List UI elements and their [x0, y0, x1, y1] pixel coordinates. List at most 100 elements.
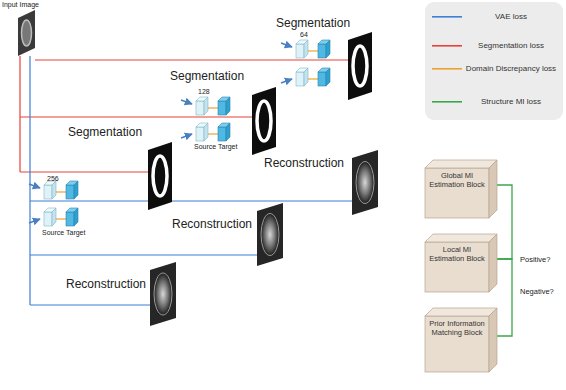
annotation-label: Source Target	[194, 143, 237, 151]
cuboid-front	[296, 72, 304, 86]
block-top	[425, 160, 497, 168]
domain-discrepancy-line	[56, 191, 66, 192]
segmentation-loss-line	[20, 171, 148, 172]
segmentation-image	[252, 87, 276, 155]
image-ring	[22, 20, 32, 46]
reconstruction-image	[150, 262, 176, 326]
block-side	[489, 308, 497, 372]
legend-text: VAE loss	[465, 12, 557, 22]
source-target-pair	[29, 208, 78, 226]
input-arrow	[181, 100, 192, 104]
image-frame	[150, 262, 176, 326]
output-label: Segmentation	[68, 126, 142, 140]
mi-block: Prior Information Matching Block	[425, 308, 497, 372]
legend-swatch	[432, 101, 462, 103]
annotation-label: Positive?	[520, 256, 550, 265]
source-target-pair	[181, 97, 230, 115]
source-target-pair	[281, 40, 330, 58]
reconstruction-image	[352, 150, 378, 215]
mi-block: Global MI Estimation Block	[425, 160, 497, 218]
domain-discrepancy-line	[308, 50, 318, 51]
image-frame	[148, 142, 172, 210]
block-side	[489, 234, 497, 292]
legend-swatch	[432, 45, 462, 47]
cuboid-front	[296, 44, 304, 58]
vae-loss-line	[30, 304, 150, 305]
cuboid-side	[304, 68, 308, 86]
cuboid-side	[226, 97, 230, 115]
cuboid-front	[318, 72, 326, 86]
vae-loss-line	[29, 56, 30, 305]
input-arrow	[29, 219, 40, 223]
cuboid-front	[318, 44, 326, 58]
segmentation-image	[348, 32, 372, 100]
vae-loss-line	[30, 200, 352, 201]
output-label: Segmentation	[170, 70, 244, 84]
block-title: Global MI Estimation Block	[425, 160, 489, 189]
structure-mi-connector	[497, 259, 512, 336]
input-image	[18, 10, 35, 56]
block-title: Prior Information Matching Block	[425, 308, 489, 337]
cuboid-side	[74, 208, 78, 226]
image-texture	[154, 273, 172, 315]
segmentation-images	[148, 32, 372, 210]
cuboid-front	[44, 185, 52, 199]
source-target-pair	[29, 181, 78, 199]
source-target-pair	[281, 68, 330, 86]
input-arrow	[281, 43, 292, 47]
feature-blocks	[29, 40, 330, 226]
cuboid-side	[52, 208, 56, 226]
legend-text: Structure MI loss	[465, 97, 557, 107]
annotation-label: Negative?	[520, 288, 554, 297]
cuboid-front	[218, 127, 226, 141]
structure-mi-connector	[497, 185, 512, 259]
annotation-label: 256	[47, 175, 59, 183]
legend-swatch	[432, 16, 462, 18]
output-label: Segmentation	[276, 17, 350, 31]
block-title: Local MI Estimation Block	[425, 234, 489, 263]
cuboid-front	[66, 185, 74, 199]
image-frame	[348, 32, 372, 100]
input-arrow	[29, 184, 40, 188]
mask-ring	[153, 156, 167, 196]
segmentation-loss-line	[20, 116, 252, 117]
loss-lines	[20, 56, 352, 305]
image-texture	[356, 162, 374, 204]
image-frame	[252, 87, 276, 155]
image-frame	[18, 10, 35, 56]
vae-loss-line	[30, 254, 257, 255]
image-frame	[352, 150, 378, 215]
cuboid-side	[74, 181, 78, 199]
domain-discrepancy-line	[308, 78, 318, 79]
block-shape	[425, 160, 497, 218]
block-top	[425, 308, 497, 316]
cuboid-side	[226, 123, 230, 141]
cuboid-side	[52, 181, 56, 199]
mask-ring	[257, 101, 271, 141]
segmentation-loss-line	[35, 59, 348, 60]
output-label: Reconstruction	[264, 157, 344, 171]
cuboid-front	[44, 212, 52, 226]
legend-text: Segmentation loss	[465, 41, 557, 51]
mask-ring	[353, 46, 367, 86]
cuboid-front	[66, 212, 74, 226]
segmentation-image	[148, 142, 172, 210]
reconstruction-image	[257, 203, 283, 266]
input-arrow	[181, 134, 192, 138]
block-side	[489, 160, 497, 218]
cuboid-front	[218, 101, 226, 115]
output-label: Reconstruction	[172, 218, 252, 232]
cuboid-side	[204, 123, 208, 141]
mi-block: Local MI Estimation Block	[425, 234, 497, 292]
cuboid-side	[204, 97, 208, 115]
reconstruction-images	[150, 150, 378, 326]
block-shape	[425, 308, 497, 372]
legend-text: Domain Discrepancy loss	[465, 64, 557, 74]
segmentation-loss-line	[19, 56, 20, 172]
cuboid-side	[304, 40, 308, 58]
cuboid-side	[326, 68, 330, 86]
cuboid-front	[196, 127, 204, 141]
output-label: Reconstruction	[66, 278, 146, 292]
annotation-label: Input Image	[2, 1, 39, 9]
